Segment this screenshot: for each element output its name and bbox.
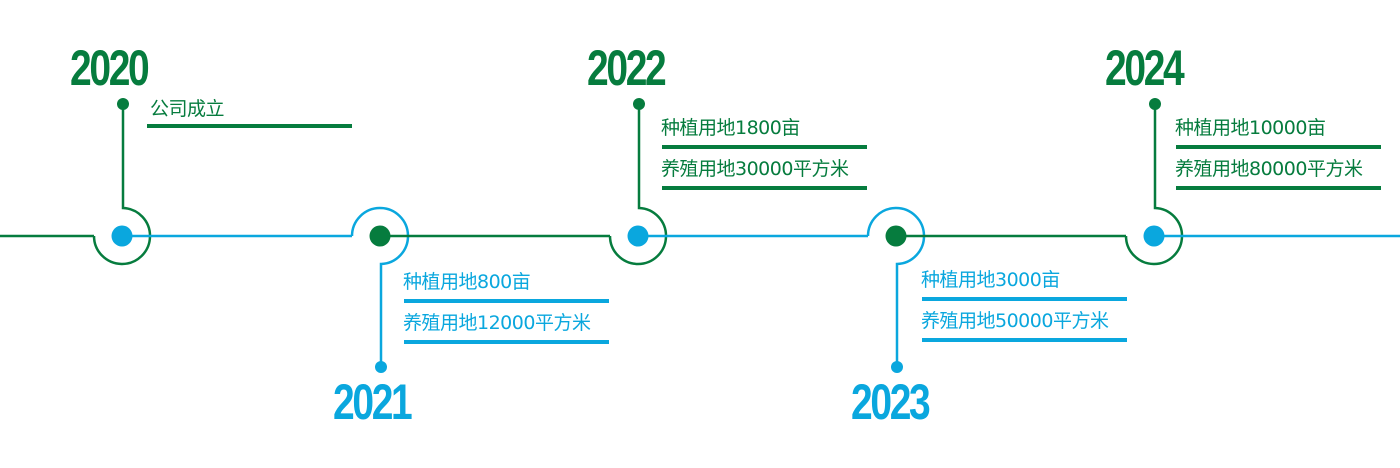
year-label-2022: 2022	[587, 40, 667, 96]
milestone-text: 养殖用地30000平方米	[661, 158, 849, 180]
milestone-underline	[662, 186, 867, 190]
node-center-2024	[1143, 225, 1165, 247]
year-label-2024: 2024	[1105, 40, 1185, 96]
node-arc-2020	[92, 104, 152, 266]
milestone-text: 种植用地800亩	[403, 271, 531, 293]
milestone-text: 种植用地10000亩	[1175, 117, 1326, 139]
connector-dot-2024	[1149, 98, 1161, 110]
milestone-underline	[147, 124, 352, 128]
milestone-underline	[1176, 186, 1381, 190]
year-label-2020: 2020	[70, 40, 150, 96]
milestone-text: 养殖用地50000平方米	[921, 310, 1109, 332]
node-arc-2022	[608, 104, 668, 266]
milestone-underline	[404, 340, 609, 344]
node-center-2022	[627, 225, 649, 247]
node-arc-2023	[866, 206, 926, 367]
connector-dot-2021	[375, 361, 387, 373]
milestone-text: 养殖用地80000平方米	[1175, 158, 1363, 180]
node-arc-2021	[350, 206, 410, 367]
year-label-2021: 2021	[333, 374, 413, 430]
year-label-2023: 2023	[851, 374, 931, 430]
connector-dot-2020	[117, 98, 129, 110]
milestone-underline	[1176, 145, 1381, 149]
milestone-underline	[662, 145, 867, 149]
milestone-text: 公司成立	[150, 98, 225, 120]
milestone-underline	[922, 297, 1127, 301]
milestone-text: 养殖用地12000平方米	[403, 312, 591, 334]
milestone-underline	[922, 338, 1127, 342]
node-arc-2024	[1124, 104, 1184, 266]
milestone-text: 种植用地1800亩	[661, 117, 800, 139]
node-center-2020	[111, 225, 133, 247]
connector-dot-2023	[891, 361, 903, 373]
milestone-underline	[404, 299, 609, 303]
milestone-text: 种植用地3000亩	[921, 269, 1060, 291]
connector-dot-2022	[633, 98, 645, 110]
